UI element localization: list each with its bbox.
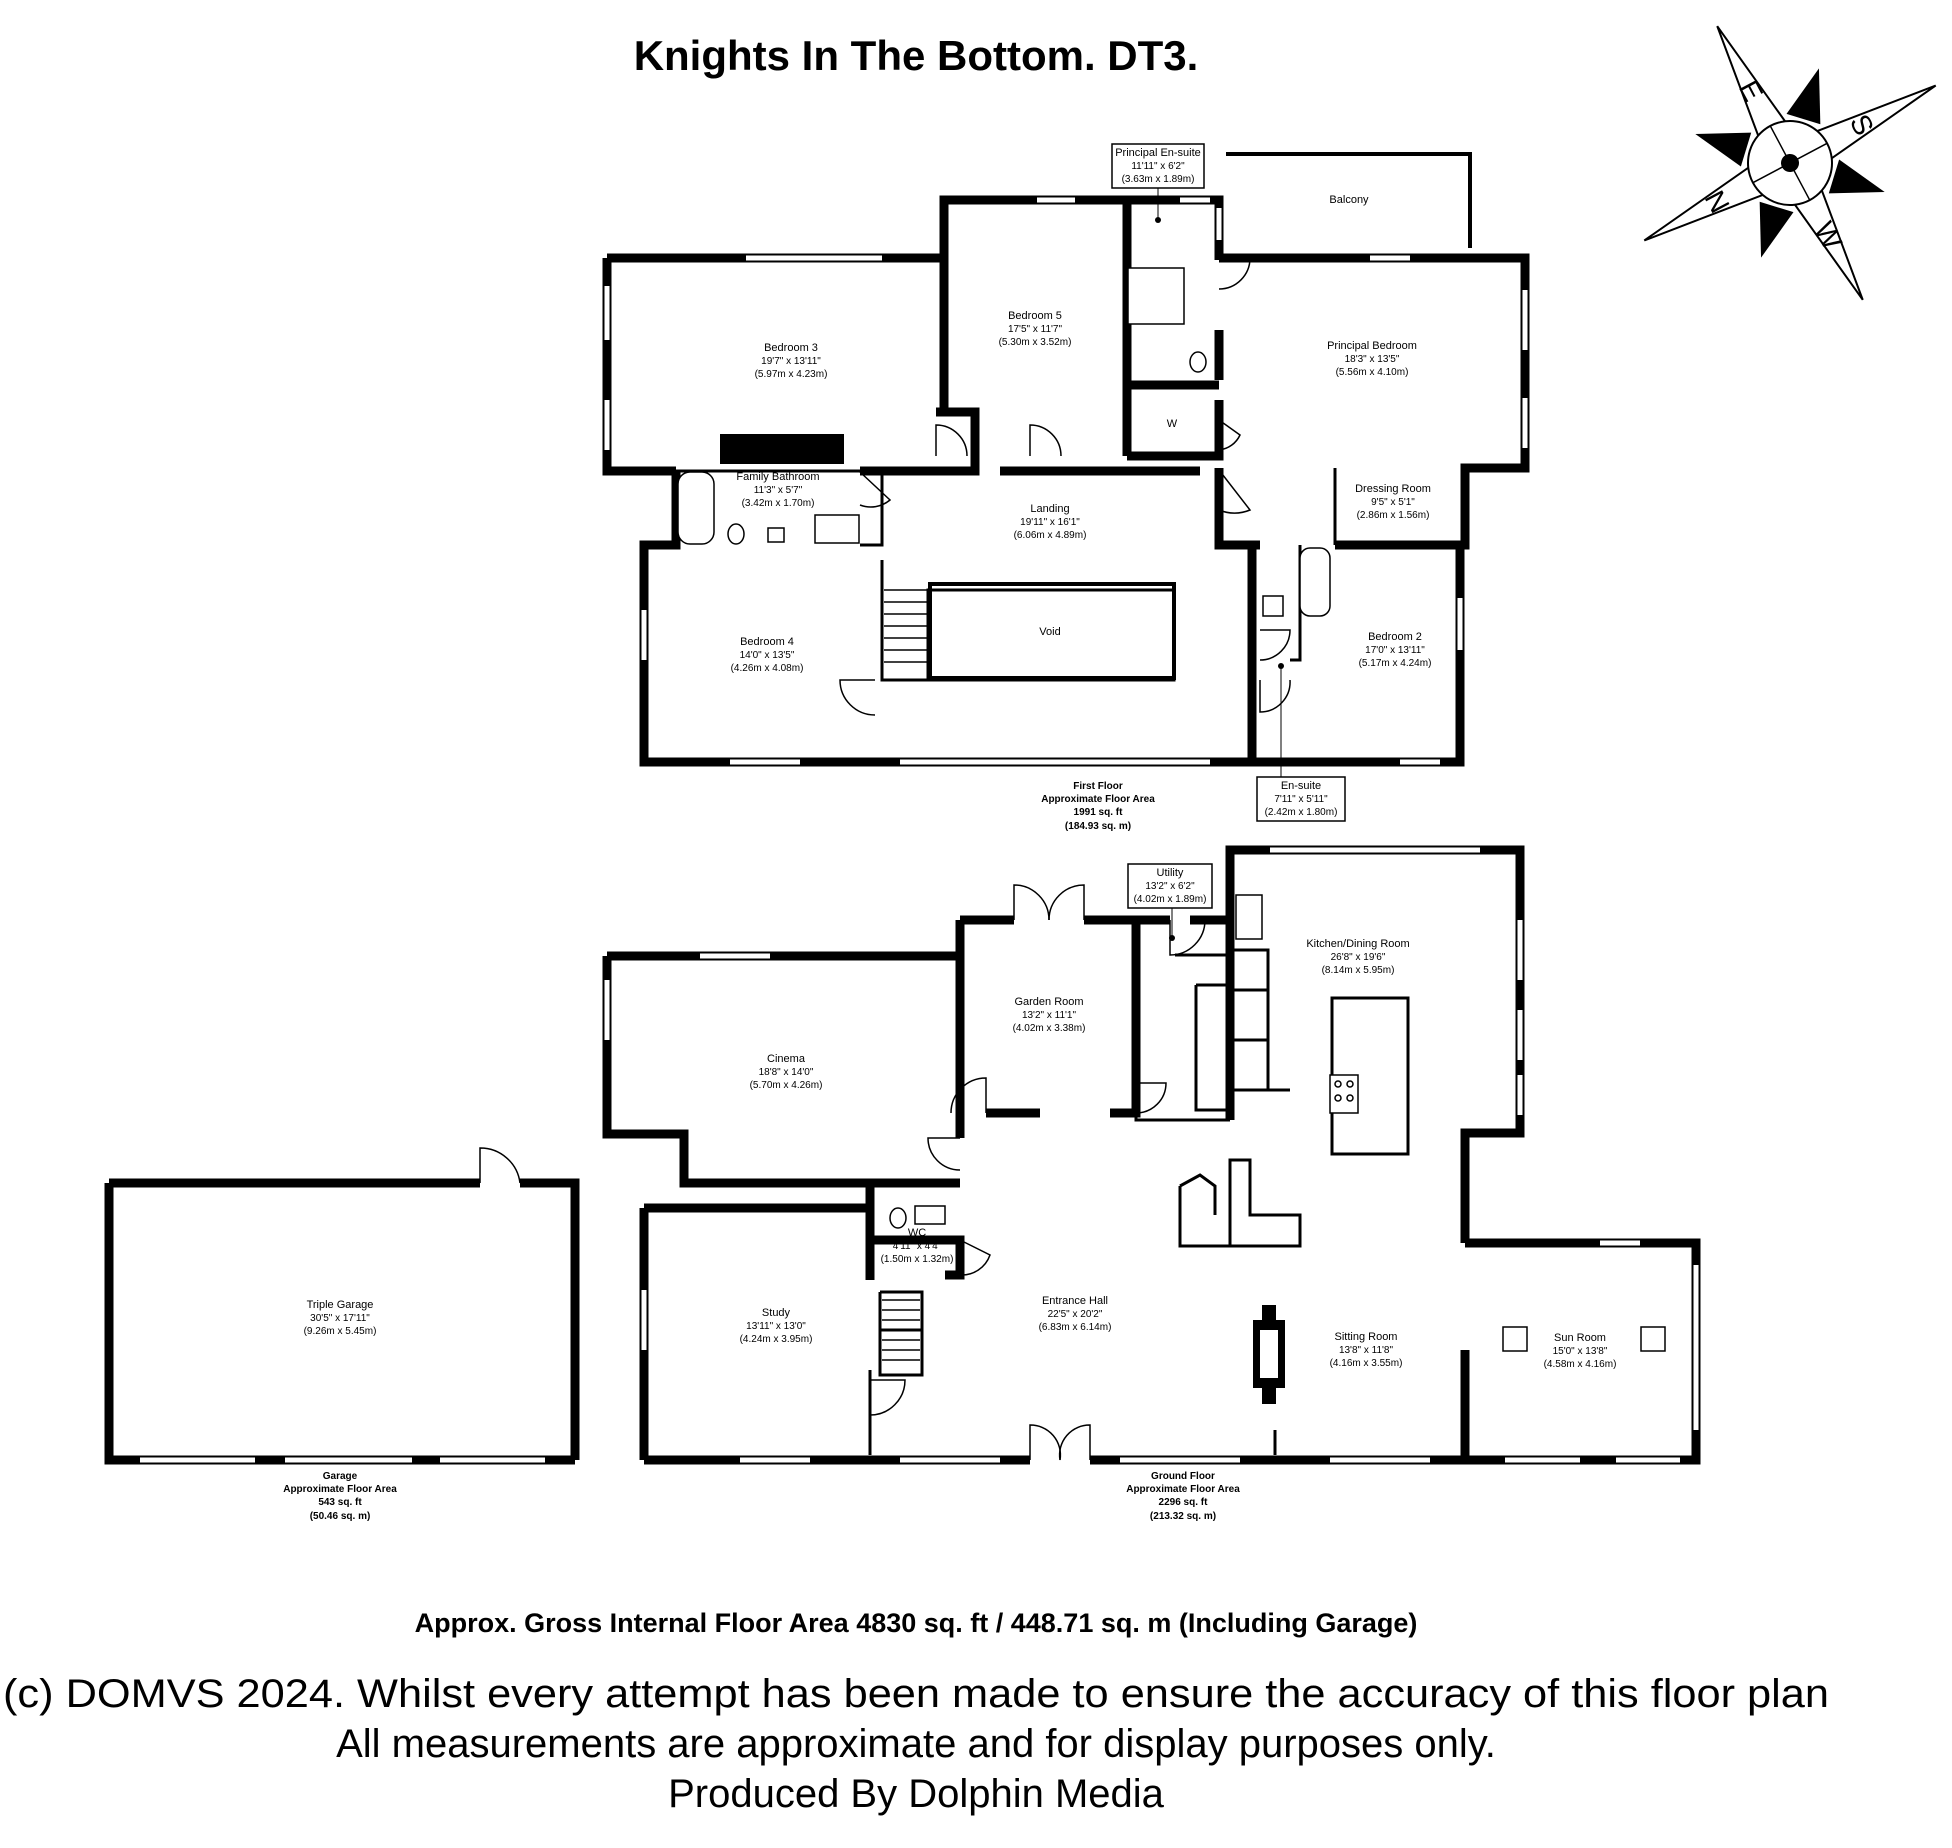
ground-floor-area-label: Approximate Floor Area bbox=[1126, 1484, 1240, 1495]
ground-floor-plan bbox=[104, 845, 1701, 1465]
principal-ensuite-metric: (3.63m x 1.89m) bbox=[1122, 174, 1195, 185]
bedroom3-name: Bedroom 3 bbox=[764, 342, 818, 354]
bedroom2-name: Bedroom 2 bbox=[1368, 631, 1422, 643]
sun-room-name: Sun Room bbox=[1554, 1332, 1606, 1344]
wardrobe-name: W bbox=[1167, 418, 1178, 430]
bedroom3-imperial: 19'7" x 13'11" bbox=[761, 356, 821, 367]
ground-floor-staircase bbox=[882, 1299, 920, 1361]
triple-garage-name: Triple Garage bbox=[307, 1299, 374, 1311]
garage-area-label: Approximate Floor Area bbox=[283, 1484, 397, 1495]
bedroom4-name: Bedroom 4 bbox=[740, 636, 794, 648]
wc-metric: (1.50m x 1.32m) bbox=[881, 1254, 954, 1265]
entrance-hall-imperial: 22'5" x 20'2" bbox=[1048, 1309, 1103, 1320]
triple-garage-metric: (9.26m x 5.45m) bbox=[304, 1326, 377, 1337]
bedroom5-imperial: 17'5" x 11'7" bbox=[1008, 324, 1063, 335]
bedroom4-imperial: 14'0" x 13'5" bbox=[740, 650, 795, 661]
ground-floor-label: Ground Floor bbox=[1151, 1471, 1215, 1482]
compass-rose-icon: N E S W bbox=[1643, 25, 1937, 301]
sitting-room-imperial: 13'8" x 11'8" bbox=[1339, 1345, 1394, 1356]
landing-imperial: 19'11" x 16'1" bbox=[1020, 517, 1080, 528]
first-floor-doors bbox=[839, 257, 1291, 716]
ensuite-imperial: 7'11" x 5'11" bbox=[1274, 794, 1328, 805]
cinema-name: Cinema bbox=[767, 1053, 806, 1065]
kitchen-name: Kitchen/Dining Room bbox=[1306, 938, 1409, 950]
first-floor-label: First Floor bbox=[1073, 781, 1123, 792]
ensuite-label-box bbox=[1256, 776, 1346, 822]
garage-area-sqm: (50.46 sq. m) bbox=[310, 1511, 371, 1522]
sitting-room-metric: (4.16m x 3.55m) bbox=[1330, 1358, 1403, 1369]
bedroom5-name: Bedroom 5 bbox=[1008, 310, 1062, 322]
ensuite-name: En-suite bbox=[1281, 780, 1321, 792]
triple-garage-imperial: 30'5" x 17'11" bbox=[310, 1313, 370, 1324]
family-bathroom-imperial: 11'3" x 5'7" bbox=[754, 485, 803, 496]
kitchen-imperial: 26'8" x 19'6" bbox=[1331, 952, 1386, 963]
ground-floor-windows bbox=[140, 847, 1699, 1463]
principal-ensuite-name: Principal En-suite bbox=[1115, 147, 1201, 159]
first-floor-area-label: Approximate Floor Area bbox=[1041, 794, 1155, 805]
entrance-hall-metric: (6.83m x 6.14m) bbox=[1039, 1322, 1112, 1333]
first-floor-staircase bbox=[884, 589, 928, 663]
family-bathroom-name: Family Bathroom bbox=[736, 471, 819, 483]
family-bathroom-metric: (3.42m x 1.70m) bbox=[742, 498, 815, 509]
entrance-hall-name: Entrance Hall bbox=[1042, 1295, 1108, 1307]
plan-title: Knights In The Bottom. DT3. bbox=[634, 32, 1199, 79]
bedroom3-metric: (5.97m x 4.23m) bbox=[755, 369, 828, 380]
utility-label-box bbox=[1127, 863, 1213, 909]
ground-floor-area-sqm: (213.32 sq. m) bbox=[1150, 1511, 1216, 1522]
ensuite-metric: (2.42m x 1.80m) bbox=[1265, 807, 1338, 818]
ground-floor-doors bbox=[479, 884, 1206, 1461]
bedroom4-metric: (4.26m x 4.08m) bbox=[731, 663, 804, 674]
principal-bedroom-metric: (5.56m x 4.10m) bbox=[1336, 367, 1409, 378]
garage-area-sqft: 543 sq. ft bbox=[318, 1497, 362, 1508]
sun-room-imperial: 15'0" x 13'8" bbox=[1553, 1346, 1608, 1357]
principal-ensuite-imperial: 11'11" x 6'2" bbox=[1131, 161, 1185, 172]
dressing-room-metric: (2.86m x 1.56m) bbox=[1357, 510, 1430, 521]
fireplace-icon bbox=[1253, 1305, 1285, 1404]
first-floor-labels: Principal En-suite 11'11" x 6'2" (3.63m … bbox=[731, 143, 1432, 832]
footer-copyright: (c) DOMVS 2024. Whilst every attempt has… bbox=[3, 1672, 1829, 1716]
landing-metric: (6.06m x 4.89m) bbox=[1014, 530, 1087, 541]
first-floor-fixtures bbox=[677, 267, 1331, 617]
dressing-room-name: Dressing Room bbox=[1355, 483, 1431, 495]
principal-ensuite-label-box bbox=[1111, 143, 1205, 189]
sun-room-metric: (4.58m x 4.16m) bbox=[1544, 1359, 1617, 1370]
principal-bedroom-imperial: 18'3" x 13'5" bbox=[1345, 354, 1400, 365]
gross-floor-area: Approx. Gross Internal Floor Area 4830 s… bbox=[415, 1608, 1418, 1638]
cinema-metric: (5.70m x 4.26m) bbox=[750, 1080, 823, 1091]
study-name: Study bbox=[762, 1307, 791, 1319]
landing-name: Landing bbox=[1030, 503, 1069, 515]
first-floor-windows bbox=[604, 197, 1528, 765]
bathroom-radiator-icon bbox=[720, 434, 844, 464]
utility-imperial: 13'2" x 6'2" bbox=[1145, 881, 1195, 892]
study-metric: (4.24m x 3.95m) bbox=[740, 1334, 813, 1345]
utility-name: Utility bbox=[1157, 867, 1184, 879]
bedroom2-metric: (5.17m x 4.24m) bbox=[1359, 658, 1432, 669]
first-floor-area-sqm: (184.93 sq. m) bbox=[1065, 821, 1131, 832]
footer-disclaimer: All measurements are approximate and for… bbox=[336, 1722, 1496, 1766]
cinema-imperial: 18'8" x 14'0" bbox=[759, 1067, 814, 1078]
first-floor-area-sqft: 1991 sq. ft bbox=[1074, 807, 1124, 818]
garden-room-metric: (4.02m x 3.38m) bbox=[1013, 1023, 1086, 1034]
wc-imperial: 4'11" x 4'4" bbox=[893, 1241, 942, 1252]
balcony-name: Balcony bbox=[1329, 194, 1369, 206]
wc-name: WC bbox=[908, 1227, 926, 1239]
principal-bedroom-name: Principal Bedroom bbox=[1327, 340, 1417, 352]
footer-producer: Produced By Dolphin Media bbox=[668, 1772, 1165, 1816]
study-imperial: 13'11" x 13'0" bbox=[746, 1321, 806, 1332]
bedroom5-metric: (5.30m x 3.52m) bbox=[999, 337, 1072, 348]
ground-floor-fixtures bbox=[889, 894, 1666, 1352]
dressing-room-imperial: 9'5" x 5'1" bbox=[1371, 497, 1415, 508]
sitting-room-name: Sitting Room bbox=[1335, 1331, 1398, 1343]
ground-floor-labels: Utility 13'2" x 6'2" (4.02m x 1.89m) Kit… bbox=[283, 863, 1617, 1522]
bedroom2-imperial: 17'0" x 13'11" bbox=[1365, 645, 1425, 656]
kitchen-metric: (8.14m x 5.95m) bbox=[1322, 965, 1395, 976]
garden-room-name: Garden Room bbox=[1014, 996, 1083, 1008]
ground-floor-area-sqft: 2296 sq. ft bbox=[1159, 1497, 1209, 1508]
utility-metric: (4.02m x 1.89m) bbox=[1134, 894, 1207, 905]
garage-label: Garage bbox=[323, 1471, 358, 1482]
garden-room-imperial: 13'2" x 11'1" bbox=[1022, 1010, 1077, 1021]
void-name: Void bbox=[1039, 626, 1060, 638]
